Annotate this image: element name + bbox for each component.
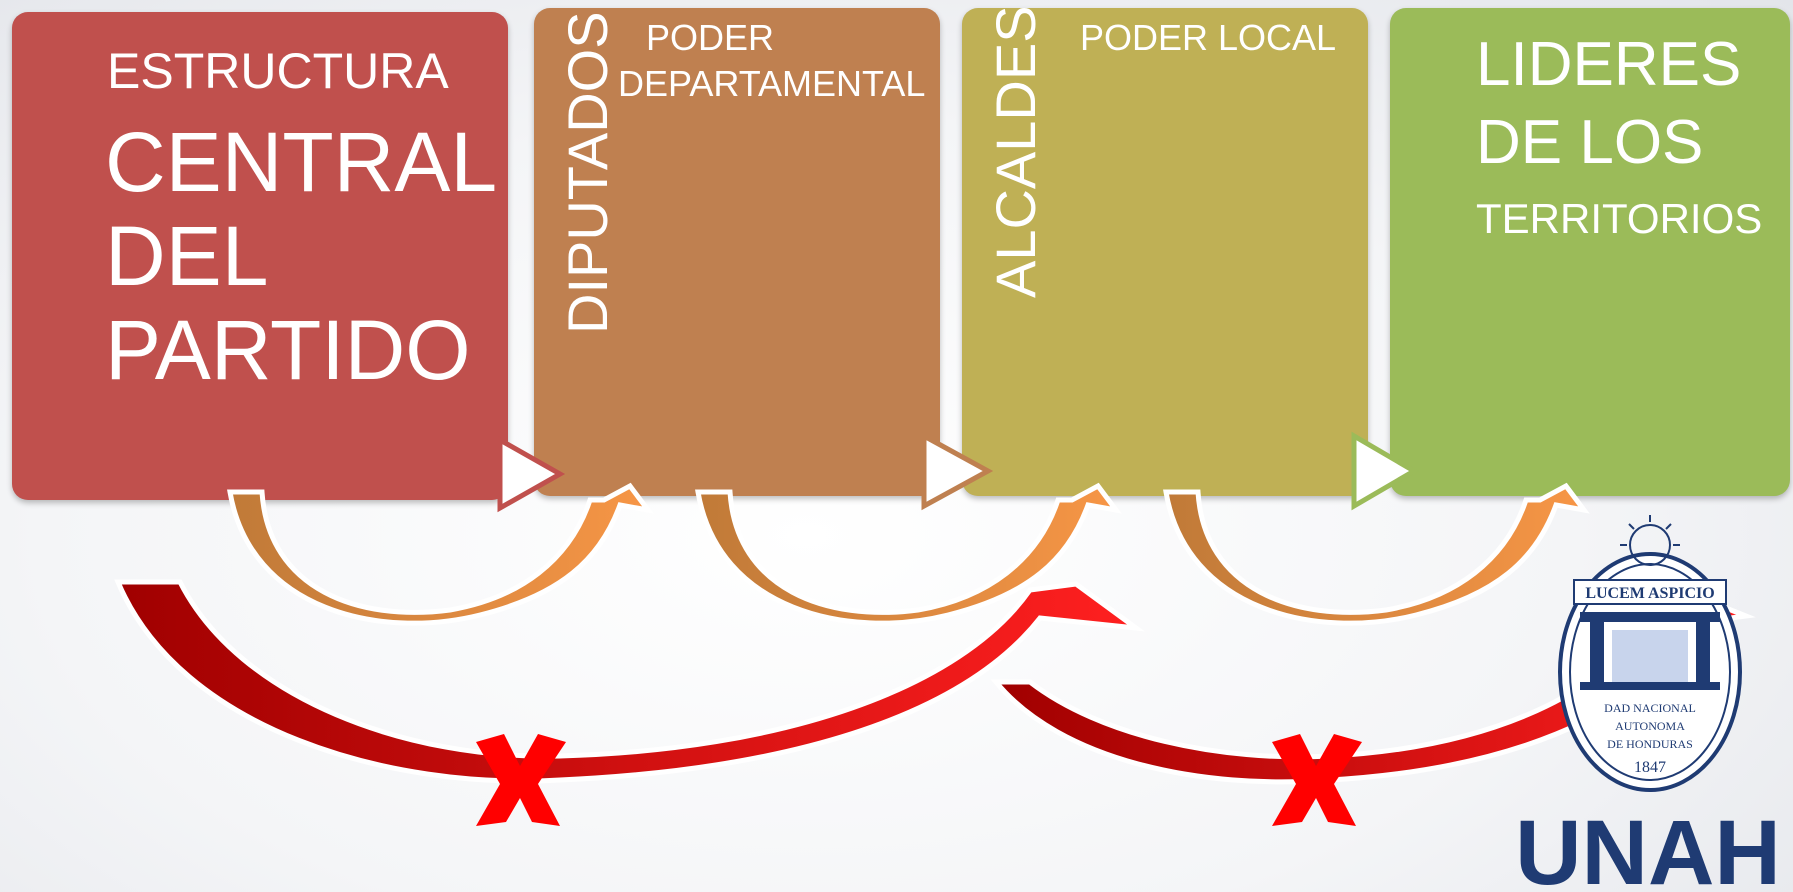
chevron-1-icon <box>497 435 566 513</box>
lideres-line1: LIDERES <box>1476 30 1742 99</box>
unah-wordmark: UNAH <box>1515 802 1781 892</box>
unah-seal-logo: LUCEM ASPICIO DAD NACIONAL AUTONOMA DE H… <box>1558 515 1742 792</box>
seal-ring-line2: AUTONOMA <box>1615 719 1685 733</box>
box-lideres: LIDERES DE LOS TERRITORIOS <box>1390 8 1790 496</box>
lideres-line2: DE LOS <box>1476 108 1704 177</box>
blocked-x-1-icon <box>476 734 566 826</box>
diputados-caption-line2: DEPARTAMENTAL <box>618 63 926 104</box>
box-alcaldes: ALCALDES PODER LOCAL <box>962 8 1368 496</box>
seal-year: 1847 <box>1634 759 1666 776</box>
central-line4: PARTIDO <box>105 303 471 397</box>
diputados-caption-line1: PODER <box>646 17 775 58</box>
seal-ring-line1: DAD NACIONAL <box>1604 701 1696 715</box>
blocked-x-2-icon <box>1272 734 1362 826</box>
short-arrow-2-icon <box>695 482 1122 626</box>
central-line3: DEL <box>105 209 269 303</box>
central-line1: ESTRUCTURA <box>107 43 449 99</box>
box-diputados: DIPUTADOS PODER DEPARTAMENTAL <box>534 8 940 496</box>
chevron-2-icon <box>921 431 994 511</box>
alcaldes-caption: PODER LOCAL <box>1080 17 1337 58</box>
chevron-3-icon <box>1351 431 1419 511</box>
central-line2: CENTRAL <box>105 115 498 209</box>
short-arrow-3-icon <box>1163 482 1590 626</box>
seal-motto: LUCEM ASPICIO <box>1585 585 1714 602</box>
short-arrow-1-icon <box>227 482 654 626</box>
bypass-arrow-1-icon <box>114 579 1145 784</box>
lideres-line3: TERRITORIOS <box>1476 195 1763 242</box>
seal-ring-line3: DE HONDURAS <box>1607 737 1693 751</box>
box-estructura-central: ESTRUCTURA CENTRAL DEL PARTIDO <box>12 12 508 500</box>
